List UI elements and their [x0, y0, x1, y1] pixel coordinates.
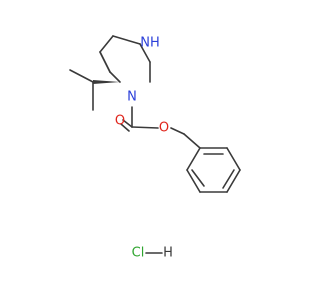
- bond-ph-2: [226, 147, 241, 171]
- atom-o-ester-label: O: [159, 121, 169, 136]
- atom-h-label: H: [163, 246, 173, 261]
- bond-isopropyl-methyl-upper: [69, 69, 94, 83]
- atom-nh-label: NH: [140, 36, 160, 51]
- bond-n1-c6: [99, 35, 114, 53]
- atom-cl-label: Cl: [132, 246, 145, 261]
- wedge-bond-isopropyl: [93, 80, 120, 84]
- bond-c-o-ester: [131, 126, 159, 129]
- bond-c5-ring-left: [99, 51, 111, 73]
- atom-n-ring-label: N: [127, 90, 137, 105]
- bond-ph-5: [186, 169, 201, 193]
- bond-ph-6: [186, 147, 201, 171]
- chemical-structure: NH N O O Cl H: [69, 35, 241, 261]
- bond-n1-c2: [112, 35, 141, 45]
- bond-ph-inner-3: [191, 169, 205, 187]
- bond-ph-3: [226, 169, 241, 193]
- bond-n4-c5: [109, 71, 121, 83]
- bond-c2-c3: [139, 43, 151, 63]
- bond-o-ch2: [170, 127, 185, 135]
- bond-ch2-phenyl: [183, 133, 201, 149]
- benzene-ring: [186, 147, 241, 193]
- bond-c-o-double-1: [122, 119, 133, 128]
- bond-ph-inner-2: [222, 169, 235, 189]
- atom-o-carbonyl-label: O: [115, 114, 125, 129]
- bond-c-o-double-2: [120, 123, 130, 132]
